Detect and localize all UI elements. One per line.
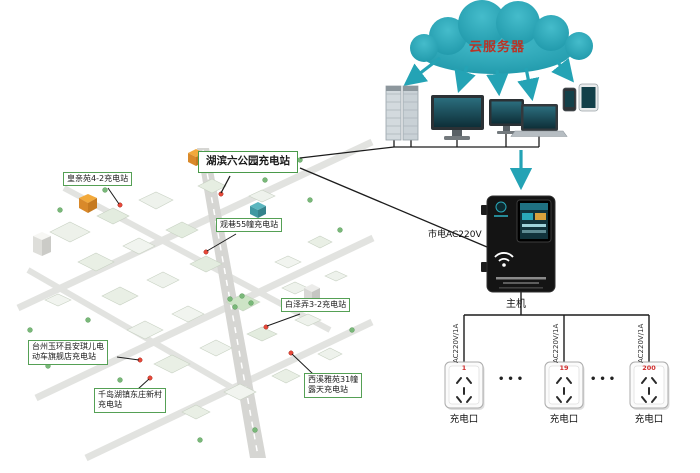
socket-icon-3 xyxy=(629,361,670,410)
station-label-featured: 湖滨六公园充电站 xyxy=(198,151,298,173)
station-label: 西溪雅苑31幢 露天充电站 xyxy=(304,373,363,398)
network-arrows xyxy=(403,56,574,191)
socket-number: 1 xyxy=(461,364,467,372)
port-line-label: AC220V/1A xyxy=(552,323,560,363)
station-label: 观巷55幢充电站 xyxy=(216,218,283,233)
charging-port-label: 充电口 xyxy=(549,414,579,425)
server-icon xyxy=(385,85,419,141)
charging-port-label: 充电口 xyxy=(634,414,664,425)
socket-number: 19 xyxy=(559,364,569,372)
monitor-small-icon xyxy=(489,99,524,134)
socket-icon-2 xyxy=(544,361,585,410)
monitor-icon xyxy=(431,95,484,140)
charging-port-label: 充电口 xyxy=(449,414,479,425)
map-blocks xyxy=(44,178,348,420)
socket-number: 200 xyxy=(642,364,656,372)
ellipsis: ••• xyxy=(498,374,527,385)
host-label: 主机 xyxy=(506,299,526,310)
station-label: 台州玉环县安琪儿电 动车旗舰店充电站 xyxy=(28,340,108,365)
socket-icon-1 xyxy=(444,361,485,410)
station-label: 白泽弄3-2充电站 xyxy=(281,298,351,313)
controller-device xyxy=(481,195,556,293)
station-label: 皇亲苑4-2充电站 xyxy=(63,172,133,187)
phone-icon xyxy=(562,87,577,112)
controller-logo xyxy=(494,201,508,217)
controller-screen xyxy=(516,199,552,243)
station-label: 千岛湖镇东庄新村 充电站 xyxy=(94,388,166,413)
laptop-icon xyxy=(510,104,568,137)
mains-power-label: 市电AC220V xyxy=(428,230,482,240)
tablet-icon xyxy=(578,83,599,112)
cloud-server-label: 云服务器 xyxy=(468,40,525,55)
cloud-icon xyxy=(410,0,593,74)
connector-lines xyxy=(107,134,650,390)
port-line-label: AC220V/1A xyxy=(637,323,645,363)
ellipsis: ••• xyxy=(590,374,619,385)
port-line-label: AC220V/1A xyxy=(452,323,460,363)
wifi-icon xyxy=(494,252,514,267)
